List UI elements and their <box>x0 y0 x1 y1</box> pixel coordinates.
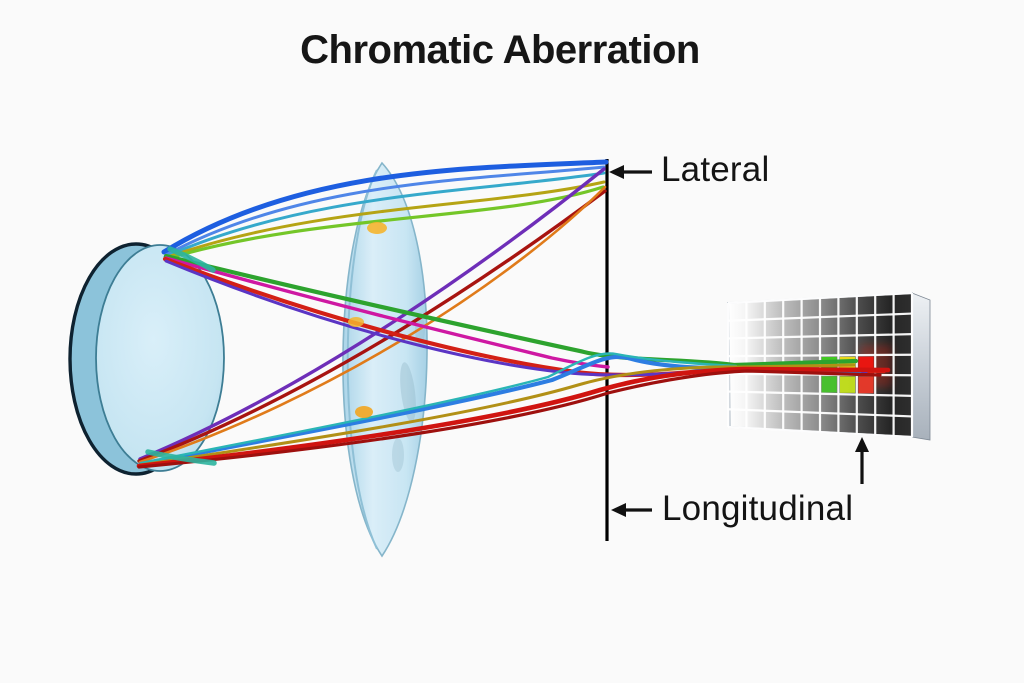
sensor-right-bevel <box>911 292 931 441</box>
biconvex-lens-body <box>342 161 428 558</box>
ray-steep-darkred <box>137 189 607 463</box>
source-lens-face <box>95 244 225 472</box>
ray-arc-blue-soft <box>164 165 606 257</box>
sparkle-bottom <box>355 406 373 418</box>
ray-arc-cyan <box>163 171 606 259</box>
biconvex-lens <box>342 161 428 558</box>
sensor-grid-hline <box>727 312 913 322</box>
lateral-arrowhead <box>609 165 624 179</box>
lens-shadow-blob-1 <box>400 362 416 422</box>
lens-edge-highlight-bottom <box>145 449 217 466</box>
longitudinal-arrow <box>611 503 652 517</box>
lens-edge-highlight-top <box>167 246 216 273</box>
sensor-hot-pixel <box>821 376 837 393</box>
ray-flat-olive <box>138 363 856 467</box>
longitudinal-arrowhead <box>611 503 626 517</box>
sensor-hot-pixel <box>858 376 874 394</box>
ray-steep-purple <box>138 167 606 461</box>
light-rays <box>136 159 891 469</box>
sensor-grid-hline <box>727 353 913 358</box>
sensor-grid-hline <box>727 291 913 305</box>
ray-mid-green <box>163 253 859 368</box>
ray-flat-teal <box>139 352 738 465</box>
sensor-hot-pixel <box>840 376 856 393</box>
sensor-grid-hline <box>727 390 913 397</box>
lateral-arrow <box>609 165 652 179</box>
sensor-pointer-arrowhead <box>855 437 869 452</box>
source-lens <box>68 242 225 476</box>
sensor-pointer-arrow <box>855 437 869 484</box>
ray-arc-lightgreen <box>164 185 605 261</box>
sensor-grid-hline <box>727 408 913 418</box>
sparkle-middle <box>348 317 364 327</box>
ray-flat-red <box>136 366 891 469</box>
sparkle-top <box>367 222 387 234</box>
ray-mid-magenta <box>164 256 610 369</box>
ray-flat-blue <box>138 354 863 467</box>
ray-arc-olive <box>163 180 606 260</box>
sensor-grid-hline <box>727 333 913 340</box>
longitudinal-label: Longitudinal <box>662 489 854 528</box>
ray-arc-blue-main <box>161 159 609 255</box>
lens-shadow-blob-2 <box>392 438 404 472</box>
diagram-title: Chromatic Aberration <box>300 28 700 72</box>
ray-flat-darkred <box>137 369 882 469</box>
sensor-grid-hline <box>727 425 913 439</box>
lateral-label: Lateral <box>661 150 770 189</box>
